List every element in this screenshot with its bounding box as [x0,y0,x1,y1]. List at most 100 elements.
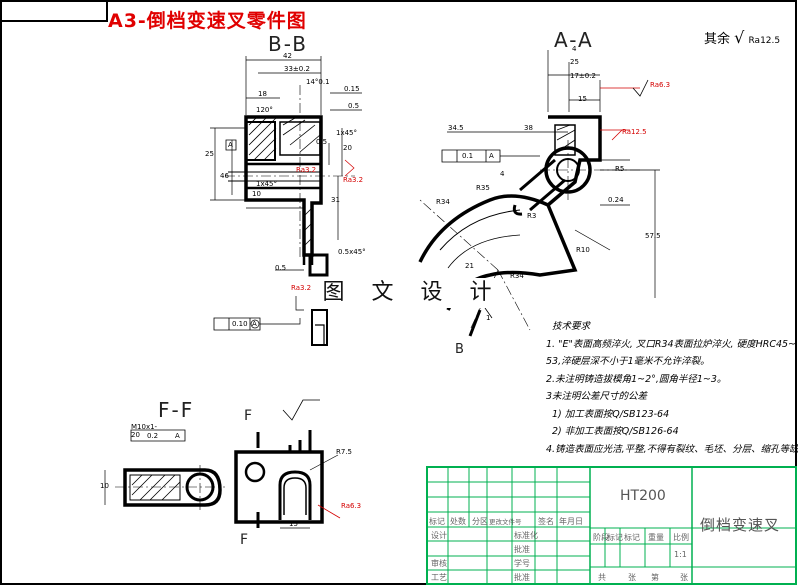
tb-sheet-no: 第 [651,573,659,582]
dim-text: 0.5x45° [338,248,366,256]
dim-text: 20 [343,144,352,152]
tb-stage-mark: 标记 [607,533,623,542]
dim-text: 1x45° [336,129,358,137]
dim-text: 42 [283,52,292,60]
dim-text: R5 [615,165,625,173]
bb-pin [311,309,328,346]
dim-text: 57.5 [645,232,661,240]
tech-line: 1. "E"表面高频淬火, 叉口R34表面拉炉淬火, 硬度HRC45~ [546,338,797,350]
tb-sheet-unit-2: 张 [680,573,688,582]
dim-text: 17±0.2 [570,72,596,80]
dim-text: A [175,432,180,440]
tb-scale-value: 1:1 [674,550,687,559]
dim-text: Ra6.3 [341,502,362,510]
dim-text: A [489,152,494,160]
bb-tolerance-frame [213,317,261,331]
tech-line: 53,淬硬层深不小于1毫米不允许淬裂。 [546,356,710,367]
technical-requirements: 技术要求 1. "E"表面高频淬火, 叉口R34表面拉炉淬火, 硬度HRC45~… [546,318,798,458]
dim-text: 25 [205,150,214,158]
tech-heading: 技术要求 [552,321,591,332]
material: HT200 [620,488,666,504]
dim-text: M10x1-20 [131,423,158,439]
dim-text: R34 [510,272,524,280]
roughness-rest-value: Ra12.5 [748,36,781,46]
tb-process: 工艺 [431,573,447,582]
roughness-rest: 其余 √ Ra12.5 [704,28,781,47]
dim-text: Ra3.2 [343,176,364,184]
bb-lower-boss [308,253,329,277]
roughness-rest-label: 其余 [704,32,731,47]
view-label-ff: F-F [158,398,195,422]
dim-text: 0.5 [348,102,360,110]
dim-text: 15 [578,95,587,103]
view-ff [104,399,341,529]
dim-text: R35 [476,184,490,192]
tb-change-doc: 更改文件号 [489,518,522,526]
dim-text: 0.10 [232,320,248,328]
dim-text: Ra3.2 [296,166,317,174]
dim-text: 14°0.1 [306,78,330,86]
dim-text: 31 [331,196,340,204]
tb-change-mark: 标记 [429,517,445,526]
title-banner-box [0,0,108,22]
view-label-bb: B-B [268,32,308,56]
dim-text: 10 [252,190,261,198]
dim-text: 33±0.2 [284,65,310,73]
tech-line: 3未注明公差尺寸的公差 [546,391,648,402]
tb-weight: 重量 [648,533,664,542]
dim-text: 4 [572,45,577,53]
tb-change-sign: 签名 [538,517,554,526]
tb-change-date: 年月日 [559,517,583,526]
dim-text: 0.1 [462,152,474,160]
dim-text: 0.5 [316,138,328,146]
section-label-b: B [455,342,466,357]
section-label-f-bottom: F [240,532,251,548]
dim-text: 0.15 [344,85,360,93]
dim-text: R3 [527,212,537,220]
drawing-title: A3-倒档变速叉零件图 [108,10,307,32]
dim-text: 18 [258,90,267,98]
tb-stage-mark-2: 标记 [624,533,640,542]
section-label-f-top: F [244,408,255,424]
dim-text: 10 [100,482,109,490]
tb-change-zone: 分区 [472,517,488,526]
tech-line: 2) 非加工表面按Q/SB126-64 [552,426,679,437]
dim-text: A [252,320,257,328]
aa-tolerance-frame [441,149,501,163]
dim-text: 0.5 [275,264,287,272]
dim-text: 46 [220,172,229,180]
dim-text: 21 [465,262,474,270]
tb-approve-2: 批准 [514,573,530,582]
tb-standard: 标准化 [514,531,538,540]
tb-review: 审核 [431,559,447,568]
dim-text: 0.24 [608,196,624,204]
tb-stage: 阶段 [593,533,609,542]
dim-text: 1x45° [256,180,278,188]
dim-text: R34 [436,198,450,206]
dim-text: Ra12.5 [622,128,647,136]
view-aa [418,50,660,337]
watermark: 图 文 设 计 [322,278,502,308]
dim-text: Ra6.3 [650,81,671,89]
dim-text: 25 [570,58,579,66]
tech-line: 2.未注明铸造拔模角1~2°,圆角半径1~3。 [546,373,727,385]
ff-right-part [234,450,324,524]
dim-text: A [228,141,233,149]
tb-approve-1: 批准 [514,545,530,554]
aa-upper-outline [546,115,602,207]
dim-text: Ra3.2 [291,284,312,292]
dim-text: 0.2 [147,432,159,440]
bb-bore-lines [246,162,321,190]
view-label-aa: A-A [554,28,594,52]
tb-change-count: 处数 [450,517,466,526]
tb-scale-label: 比例 [673,533,689,542]
dim-text: R10 [576,246,590,254]
tech-line: 1) 加工表面按Q/SB123-64 [552,408,670,420]
dim-text: R7.5 [336,448,352,456]
ff-left-part [123,468,222,507]
dim-text: 120° [256,106,273,114]
tb-student-no: 学号 [514,559,530,568]
